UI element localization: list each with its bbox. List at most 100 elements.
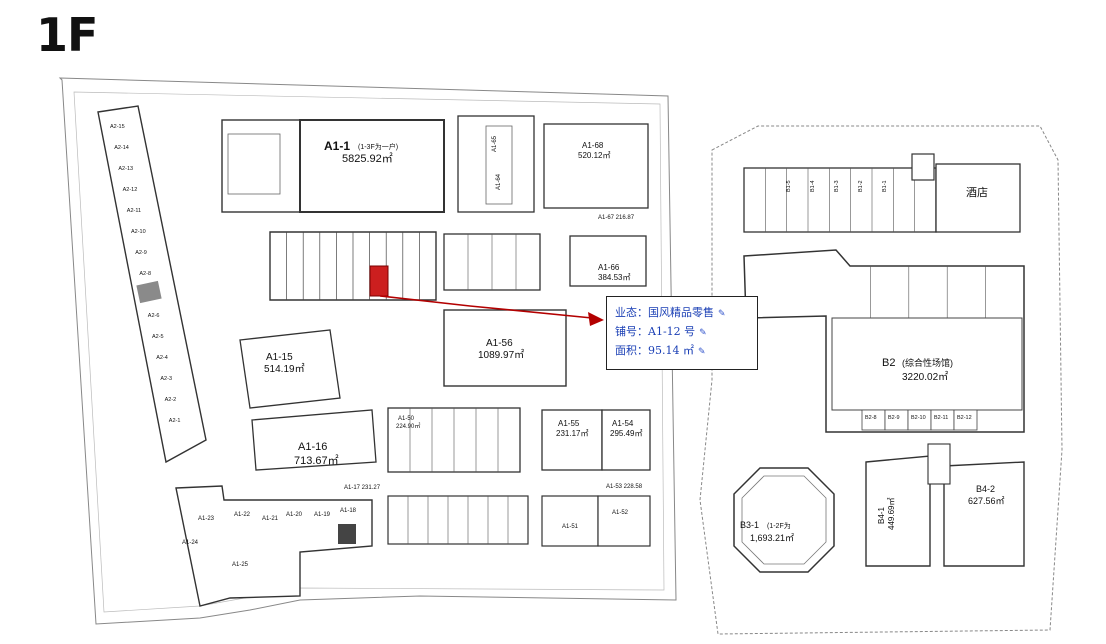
unit-a1-24-name: A1-24 (182, 540, 199, 546)
middle-shop-row (269, 231, 437, 301)
unit-a1-15-name: A1-15 (266, 352, 293, 363)
b1-unit-label: B1-3 (834, 180, 840, 192)
b2-name: B2 (882, 357, 895, 369)
west-strip-unit-label: A2-15 (110, 124, 125, 130)
unit-a1-54[interactable] (601, 409, 651, 471)
unit-b4-1-area: 449.69㎡ (887, 498, 896, 530)
unit-a1-55[interactable] (541, 409, 603, 471)
unit-a1-1-area: 5825.92㎡ (342, 152, 393, 165)
unit-a1-1-name: A1-1 (324, 139, 350, 153)
west-strip-unit-label: A2-5 (152, 334, 164, 340)
unit-b4-1-name: B4-1 (877, 507, 886, 524)
unit-a1-67-name: A1-67 216.87 (598, 215, 635, 221)
b1-unit-label: B1-5 (786, 180, 792, 192)
west-strip-unit-label: A2-10 (131, 229, 146, 235)
b2-note: (综合性场馆) (902, 357, 953, 368)
unit-a1-1-note: (1-3F为一户) (358, 142, 398, 151)
unit-b3-1-name: B3-1 (740, 520, 759, 530)
unit-a1-50-area: 224.90㎡ (396, 422, 420, 430)
unit-a1-18-dark (338, 524, 356, 544)
unit-a1-1[interactable] (221, 119, 445, 213)
unit-a1-23-name: A1-23 (198, 516, 215, 522)
unit-a1-29-block[interactable] (387, 495, 529, 545)
unit-a1-56-name: A1-56 (486, 338, 513, 349)
callout-arrow-line (379, 295, 593, 319)
unit-a1-55-name: A1-55 (558, 419, 580, 428)
unit-a1-56-area: 1089.97㎡ (478, 349, 524, 361)
unit-info-tooltip: 业态：国风精品零售✎ 铺号：A1-12 号✎ 面积：95.14 ㎡✎ (606, 296, 758, 370)
b1-unit-label: B1-2 (858, 180, 864, 192)
west-strip-unit-label: A2-12 (123, 187, 138, 193)
unit-a1-25-name: A1-25 (232, 562, 249, 568)
unit-b4-1[interactable] (865, 455, 931, 567)
west-strip-unit-label: A2-14 (114, 145, 129, 151)
west-strip-unit-label: A2-4 (156, 355, 168, 361)
b2-small-unit-label: B2-11 (934, 415, 948, 421)
unit-a1-68-area: 520.12㎡ (578, 151, 610, 160)
tooltip-shop-number: 铺号：A1-12 号✎ (615, 325, 707, 338)
west-strip-unit-label: A2-3 (160, 376, 172, 382)
west-strip-unit-label: A2-11 (127, 208, 141, 214)
unit-a1-54-area: 295.49㎡ (610, 429, 642, 438)
unit-b4-2-name: B4-2 (976, 484, 995, 494)
unit-a1-55-area: 231.17㎡ (556, 429, 588, 438)
unit-a1-54-name: A1-54 (612, 419, 634, 428)
unit-b3-1-note: (1-2F为 (767, 521, 791, 530)
unit-a1-20-name: A1-20 (286, 512, 303, 518)
unit-a2-8-shaded[interactable] (136, 280, 162, 304)
edit-icon[interactable]: ✎ (718, 309, 726, 319)
edit-icon[interactable]: ✎ (698, 347, 706, 357)
unit-a1-52[interactable] (597, 495, 651, 547)
unit-b4-2-area: 627.56㎡ (968, 496, 1005, 506)
west-strip-unit-label: A2-2 (165, 397, 177, 403)
unit-b4-2[interactable] (943, 461, 1025, 567)
b2-block[interactable] (743, 249, 1025, 433)
b2-small-unit-label: B2-8 (865, 415, 877, 421)
unit-a1-65-block[interactable] (457, 115, 535, 213)
callout-arrowhead (588, 312, 604, 326)
unit-a1-16-area: 713.67㎡ (294, 454, 339, 467)
unit-a1-15-area: 514.19㎡ (264, 363, 305, 375)
b2-small-unit[interactable] (953, 409, 978, 431)
unit-a1-64-name: A1-64 (496, 173, 502, 190)
hotel-name: 酒店 (966, 185, 988, 199)
tooltip-business-type: 业态：国风精品零售✎ (615, 306, 726, 319)
hotel-block[interactable] (935, 163, 1021, 233)
unit-b3-1-area: 1,693.21㎡ (750, 533, 794, 543)
b1-unit-label: B1-1 (882, 180, 888, 192)
south-west-block[interactable] (175, 485, 373, 607)
unit-a1-53-name: A1-53 228.58 (606, 484, 643, 490)
b1-block[interactable] (743, 167, 937, 233)
west-strip-unit-label: A2-1 (169, 418, 181, 424)
unit-a1-22-name: A1-22 (234, 512, 251, 518)
unit-a1-51[interactable] (541, 495, 599, 547)
unit-a1-66-area: 384.53㎡ (598, 273, 630, 282)
unit-a1-68[interactable] (543, 123, 649, 209)
west-strip-unit-label: A2-13 (118, 166, 133, 172)
unit-a1-12-highlight[interactable] (369, 265, 389, 297)
unit-a1-68-name: A1-68 (582, 141, 604, 150)
b2-small-unit-label: B2-9 (888, 415, 900, 421)
unit-a1-66-name: A1-66 (598, 263, 620, 272)
unit-a1-52-name: A1-52 (612, 510, 629, 516)
unit-a1-16-name: A1-16 (298, 441, 327, 453)
b2-area: 3220.02㎡ (902, 371, 948, 383)
unit-a1-18-name: A1-18 (340, 508, 357, 514)
unit-a1-66[interactable] (569, 235, 647, 287)
b2-small-unit-label: B2-10 (911, 415, 926, 421)
west-strip-unit-label: A2-8 (139, 271, 151, 277)
unit-a1-56[interactable] (443, 309, 567, 387)
b1-unit-label: B1-4 (810, 180, 816, 192)
unit-a1-21-name: A1-21 (262, 516, 279, 522)
unit-b3-1[interactable] (733, 467, 835, 573)
west-strip-unit-label: A2-9 (135, 250, 147, 256)
unit-a1-16[interactable] (251, 409, 377, 471)
unit-a1-65-name: A1-65 (492, 135, 498, 152)
tooltip-area: 面积：95.14 ㎡✎ (615, 344, 706, 357)
floor-label: 1F (36, 8, 98, 62)
unit-a1-19-name: A1-19 (314, 512, 331, 518)
unit-a1-15[interactable] (239, 329, 341, 409)
unit-a1-51-name: A1-51 (562, 524, 579, 530)
edit-icon[interactable]: ✎ (699, 328, 707, 338)
